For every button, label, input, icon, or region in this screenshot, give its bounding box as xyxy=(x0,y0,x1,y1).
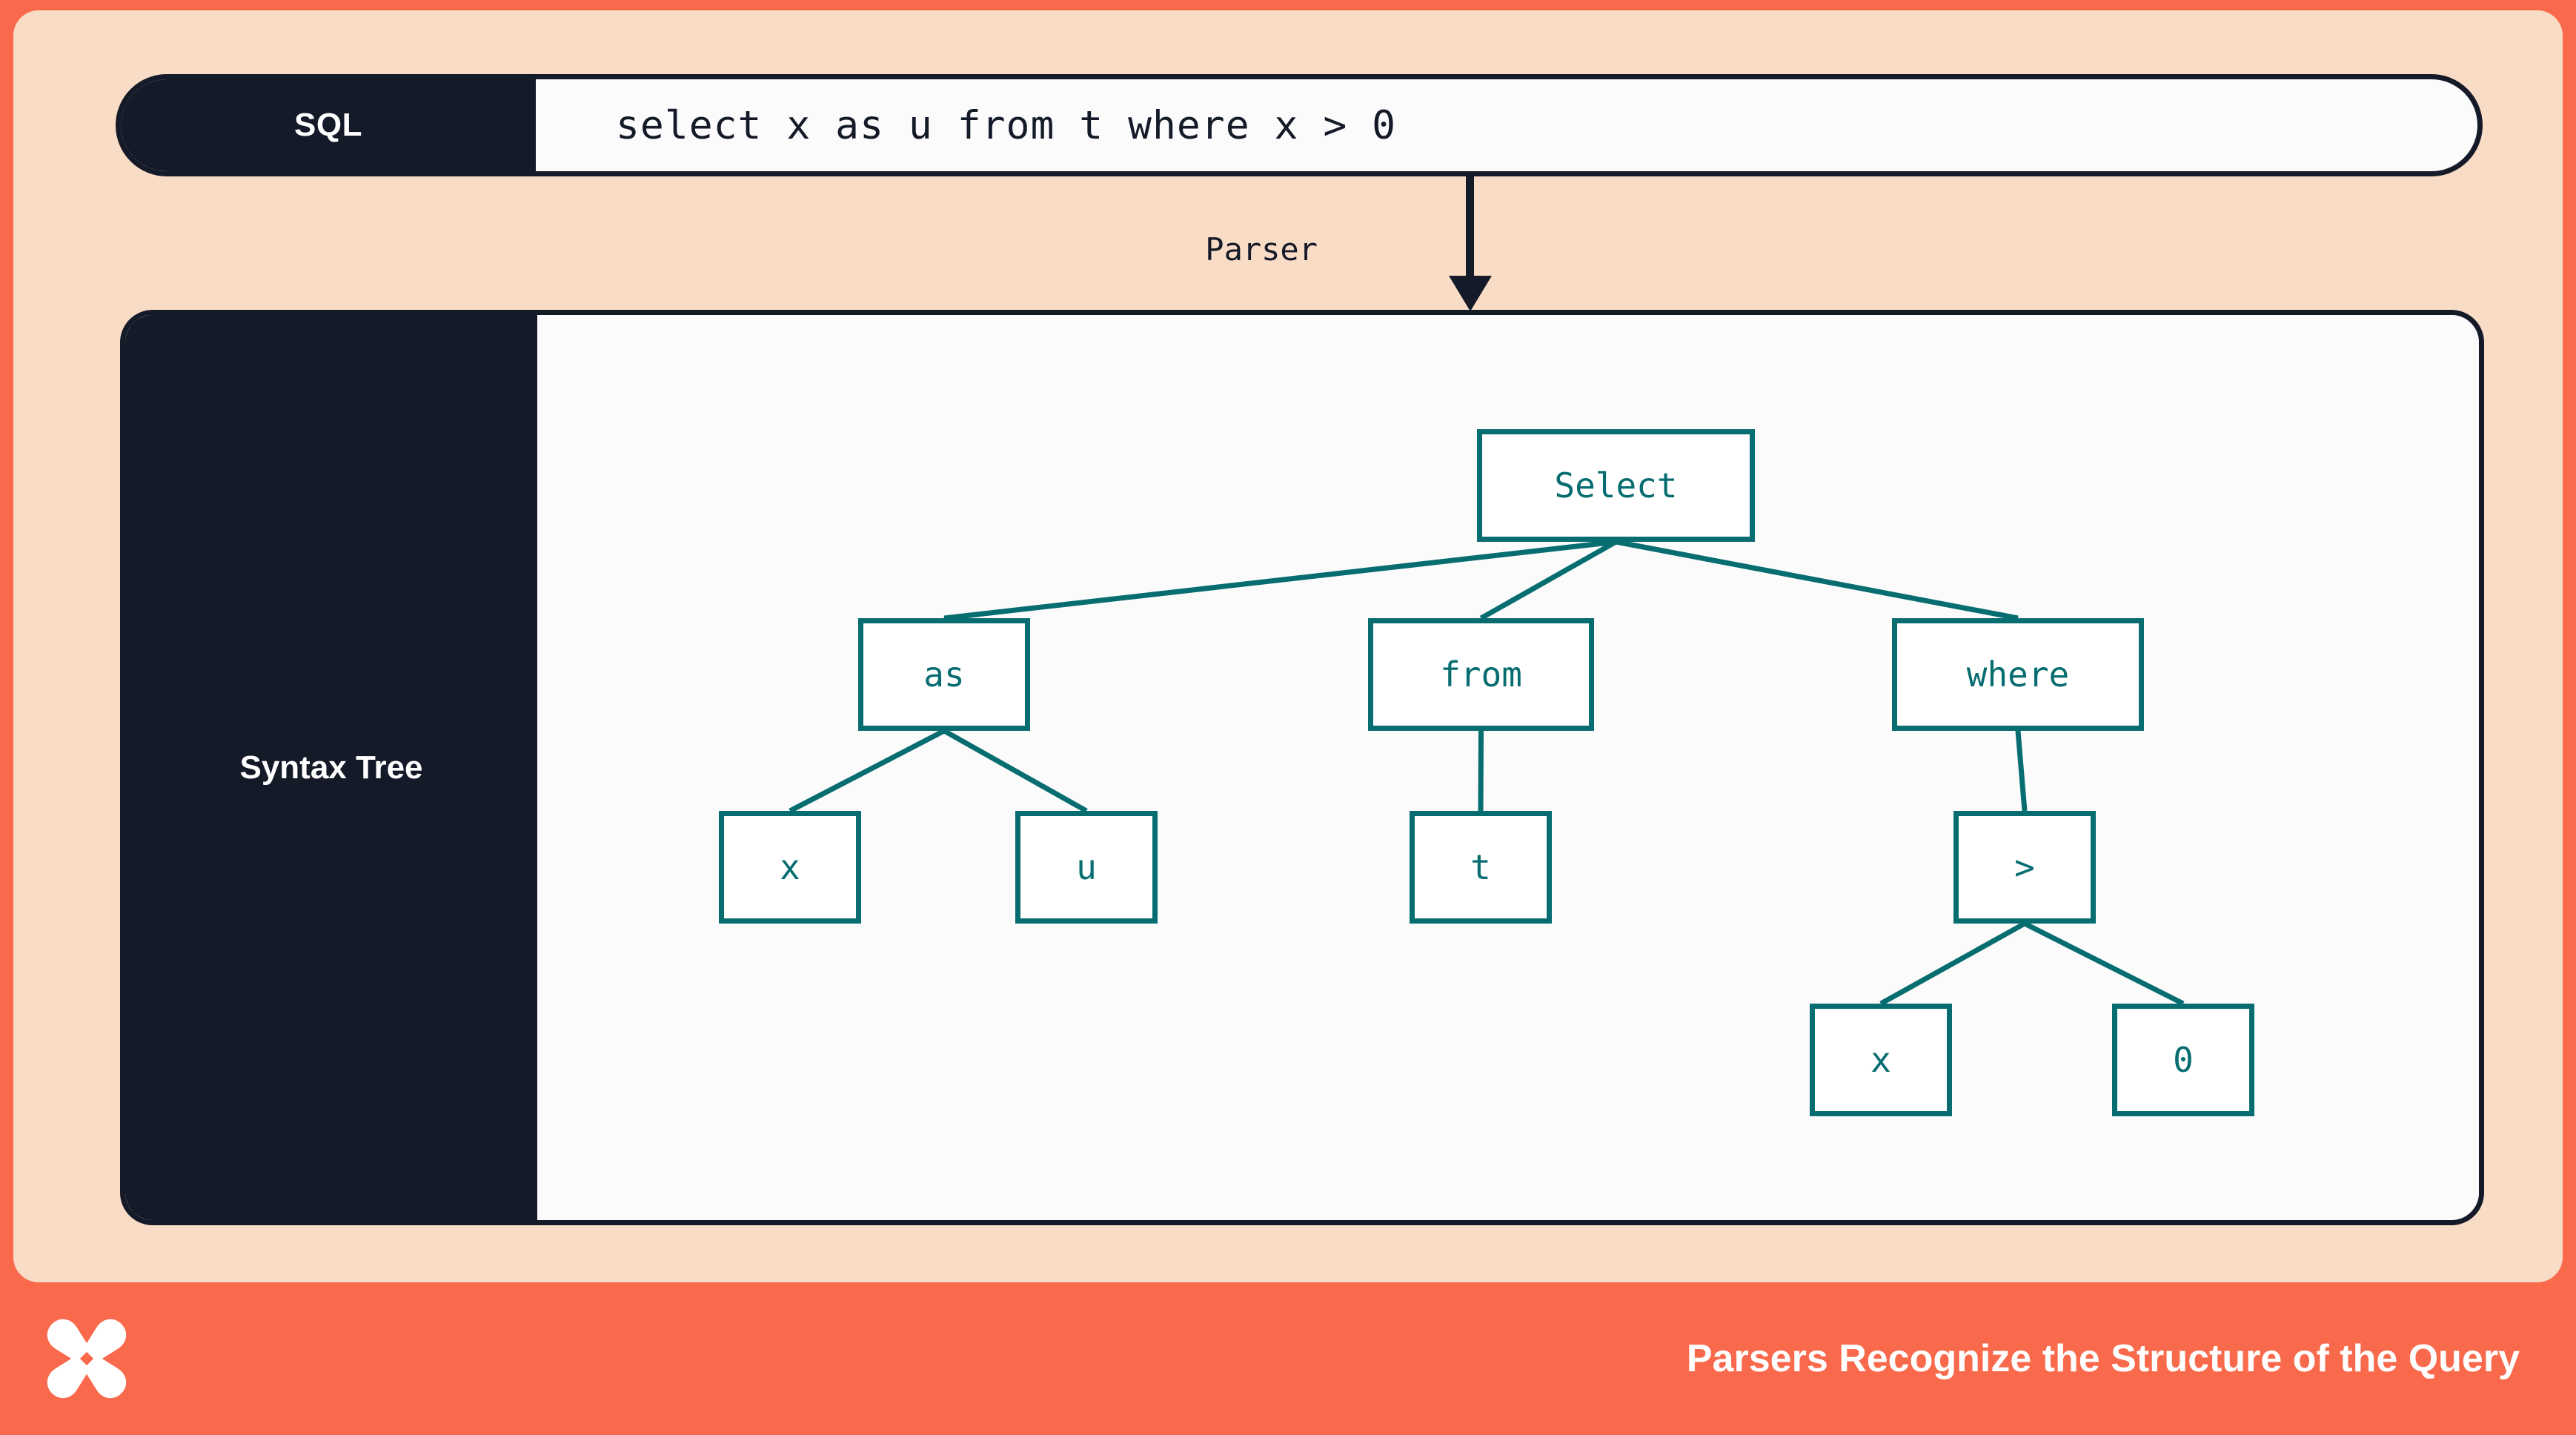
tree-node-x1[interactable]: x xyxy=(719,811,861,924)
tree-edge xyxy=(789,728,946,814)
tree-node-t[interactable]: t xyxy=(1410,811,1552,924)
tree-node-zero[interactable]: 0 xyxy=(2112,1004,2254,1116)
sql-row-label: SQL xyxy=(121,79,536,171)
tree-node-as[interactable]: as xyxy=(858,618,1030,731)
sql-row: SQL select x as u from t where x > 0 xyxy=(116,74,2483,176)
syntax-tree-panel: Syntax Tree Select as from where x u t > x 0 xyxy=(120,310,2484,1225)
tree-edge xyxy=(1615,539,2019,621)
footer-caption: Parsers Recognize the Structure of the Q… xyxy=(1686,1337,2520,1380)
tree-edge xyxy=(1879,921,2026,1007)
tree-node-select[interactable]: Select xyxy=(1477,429,1755,542)
tree-node-gt[interactable]: > xyxy=(1953,811,2096,924)
arrow-head xyxy=(1449,276,1492,311)
tree-edge xyxy=(943,728,1088,814)
tree-edge xyxy=(2015,730,2028,812)
x-mark-logo-icon xyxy=(39,1310,135,1407)
tree-node-label: as xyxy=(923,654,965,695)
tree-edges-svg xyxy=(789,539,2185,1007)
syntax-tree-canvas: Select as from where x u t > x 0 xyxy=(537,315,2479,1220)
tree-edge xyxy=(2023,921,2185,1007)
tree-edge xyxy=(1479,539,1618,621)
parser-arrow-label: Parser xyxy=(1205,231,1318,268)
tree-node-label: x xyxy=(780,847,800,887)
tree-node-where[interactable]: where xyxy=(1892,618,2144,731)
content-canvas: SQL select x as u from t where x > 0 Par… xyxy=(13,10,2563,1282)
tree-node-label: from xyxy=(1440,654,1522,695)
parser-arrow-icon xyxy=(1449,176,1492,311)
tree-node-from[interactable]: from xyxy=(1368,618,1594,731)
tree-node-label: where xyxy=(1966,654,2070,695)
tree-node-u[interactable]: u xyxy=(1015,811,1158,924)
tree-node-label: 0 xyxy=(2173,1040,2194,1080)
tree-node-label: Select xyxy=(1554,465,1678,506)
tree-node-label: u xyxy=(1076,847,1097,887)
sql-query-text: select x as u from t where x > 0 xyxy=(616,102,1397,148)
footer-bar: Parsers Recognize the Structure of the Q… xyxy=(0,1282,2576,1435)
tree-node-x2[interactable]: x xyxy=(1810,1004,1952,1116)
tree-edge xyxy=(943,539,1616,621)
tree-node-label: > xyxy=(2014,847,2035,887)
tree-node-label: t xyxy=(1470,847,1491,887)
arrow-shaft xyxy=(1466,176,1474,282)
syntax-tree-panel-label: Syntax Tree xyxy=(125,315,537,1220)
tree-node-label: x xyxy=(1870,1040,1891,1080)
